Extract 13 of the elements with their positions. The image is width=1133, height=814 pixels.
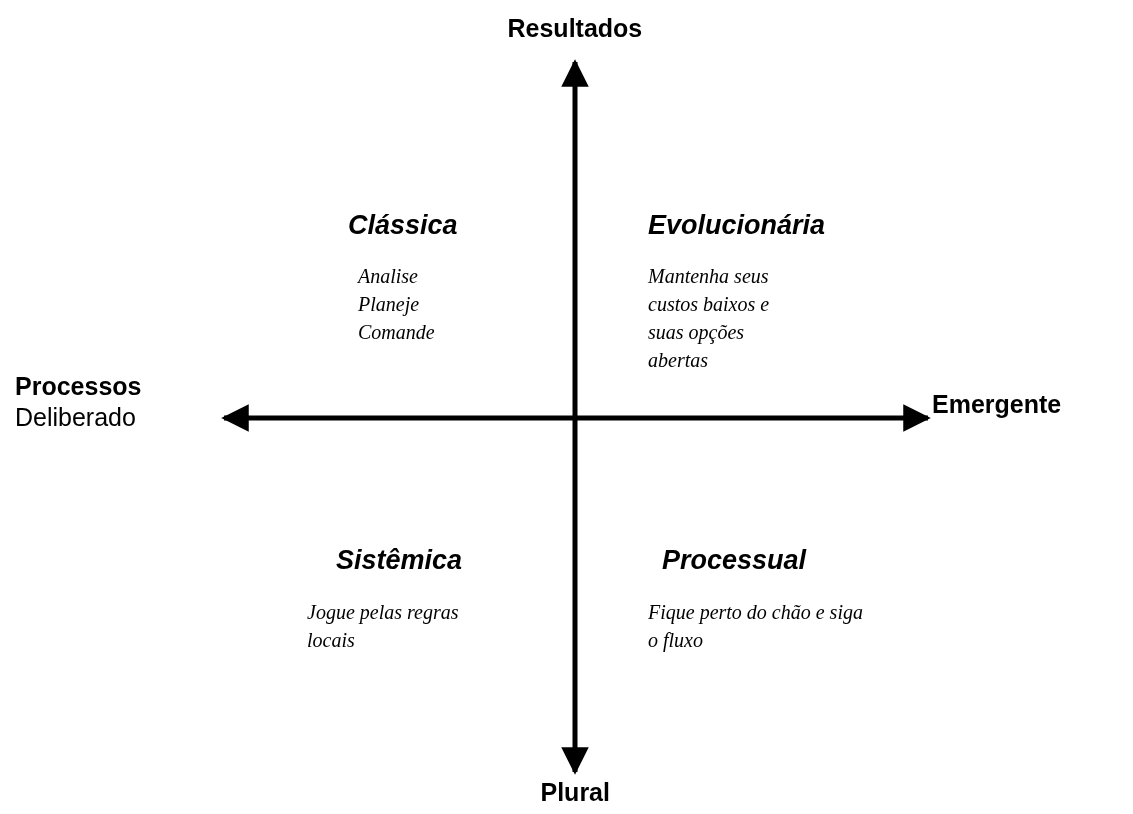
quadrant-title: Processual: [662, 545, 807, 576]
quadrant-text: Jogue pelas regras locais: [307, 600, 460, 653]
quadrant-title: Evolucionária: [648, 210, 826, 241]
quadrant-text: Mantenha seus custos baixos e suas opções abertas: [648, 264, 771, 373]
quadrant-title: Clássica: [348, 210, 458, 241]
quadrant-text: Fique perto do chão e siga o fluxo: [648, 600, 863, 654]
axis-label: Plural: [540, 778, 610, 807]
axis-label: Processos: [15, 372, 142, 401]
axis-label: Deliberado: [15, 403, 136, 432]
quadrant-text: Analise Planeje Comande: [358, 264, 436, 345]
quadrant-title: Sistêmica: [336, 545, 463, 576]
axis-label: Resultados: [507, 14, 643, 43]
axis-label: Emergente: [932, 390, 1062, 419]
